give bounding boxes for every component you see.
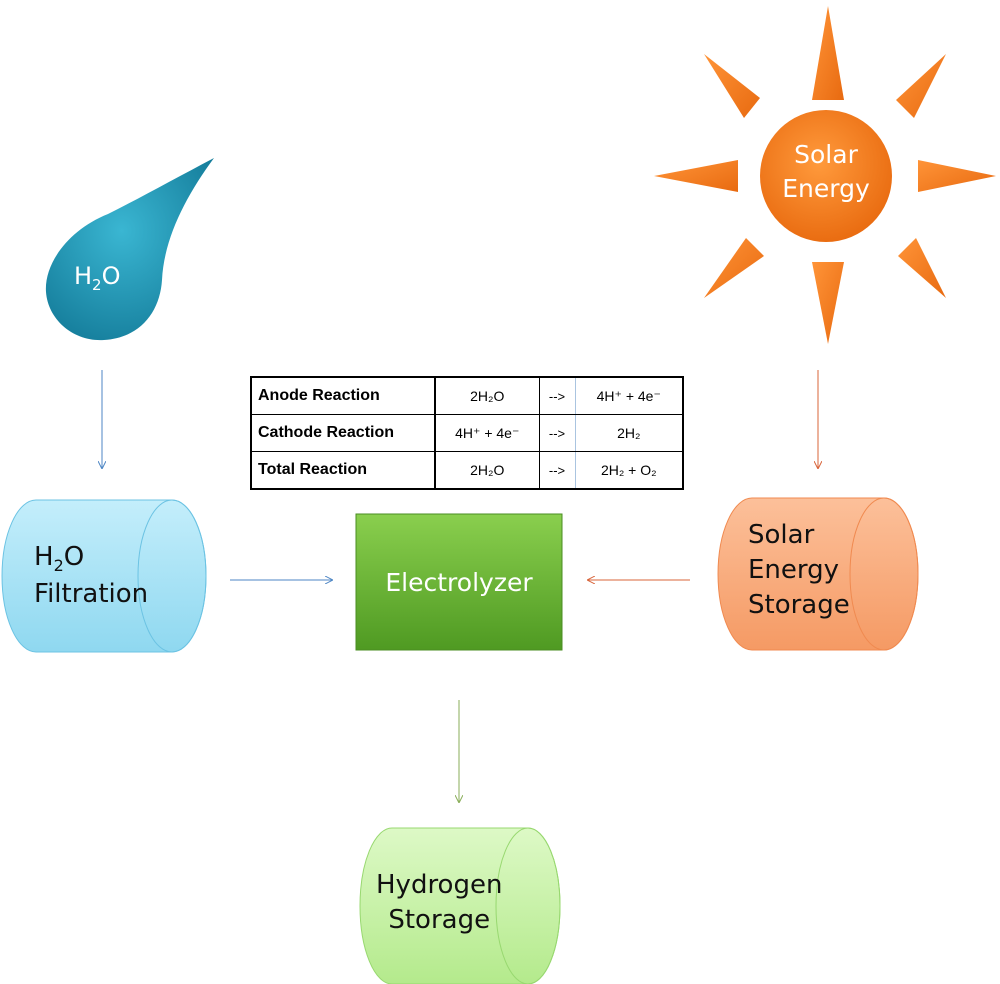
anode-arrow: --> <box>538 376 576 415</box>
filtration-h: H <box>34 542 54 572</box>
water-label-o: O <box>101 262 121 290</box>
anode-row: Anode Reaction 2H₂O --> 4H⁺ + 4e⁻ <box>250 376 684 415</box>
hydrogen-storage-cylinder <box>359 827 561 984</box>
solar-storage-line1: Solar <box>748 520 815 550</box>
filtration-line1: H2O <box>34 540 148 577</box>
cathode-name: Cathode Reaction <box>250 414 436 452</box>
solar-storage-line2: Energy <box>748 555 840 586</box>
reaction-table: Anode Reaction 2H₂O --> 4H⁺ + 4e⁻ Cathod… <box>250 376 684 490</box>
cathode-row: Cathode Reaction 4H⁺ + 4e⁻ --> 2H₂ <box>250 414 684 452</box>
cathode-arrow: --> <box>538 414 576 452</box>
hydrogen-storage-line1: Hydrogen <box>376 870 503 900</box>
filtration-label: H2O Filtration <box>34 540 148 612</box>
filtration-cylinder <box>1 499 207 653</box>
anode-reactant: 2H₂O <box>434 376 540 415</box>
total-arrow: --> <box>538 451 576 490</box>
total-row: Total Reaction 2H₂O --> 2H₂ + O₂ <box>250 451 684 490</box>
solar-energy-line1: Solar <box>794 140 858 169</box>
solar-storage-line3: Storage <box>748 590 850 621</box>
solar-storage-label: Solar Energy Storage <box>748 518 850 623</box>
solar-energy-label: Solar Energy <box>760 138 892 206</box>
anode-product: 4H⁺ + 4e⁻ <box>574 376 684 415</box>
filtration-o: O <box>63 542 85 572</box>
hydrogen-storage-label: Hydrogen Storage <box>376 868 502 938</box>
anode-name: Anode Reaction <box>250 376 436 415</box>
water-label: H2O <box>74 260 120 295</box>
hydrogen-storage-line2: Storage <box>388 905 491 936</box>
cathode-reactant: 4H⁺ + 4e⁻ <box>434 414 540 452</box>
water-label-sub: 2 <box>92 275 102 294</box>
total-product: 2H₂ + O₂ <box>574 451 684 490</box>
electrolyzer-box <box>355 513 563 651</box>
solar-energy-line2: Energy <box>782 173 870 203</box>
sun-circle <box>760 110 892 242</box>
cathode-product: 2H₂ <box>574 414 684 452</box>
electrolyzer-label: Electrolyzer <box>385 568 533 597</box>
total-reactant: 2H₂O <box>434 451 540 490</box>
water-droplet <box>45 158 214 341</box>
sun-rays <box>654 6 996 344</box>
filtration-sub: 2 <box>53 556 64 576</box>
filtration-line2: Filtration <box>34 578 149 609</box>
total-name: Total Reaction <box>250 451 436 490</box>
solar-storage-cylinder <box>717 497 919 651</box>
water-label-h: H <box>74 262 93 290</box>
